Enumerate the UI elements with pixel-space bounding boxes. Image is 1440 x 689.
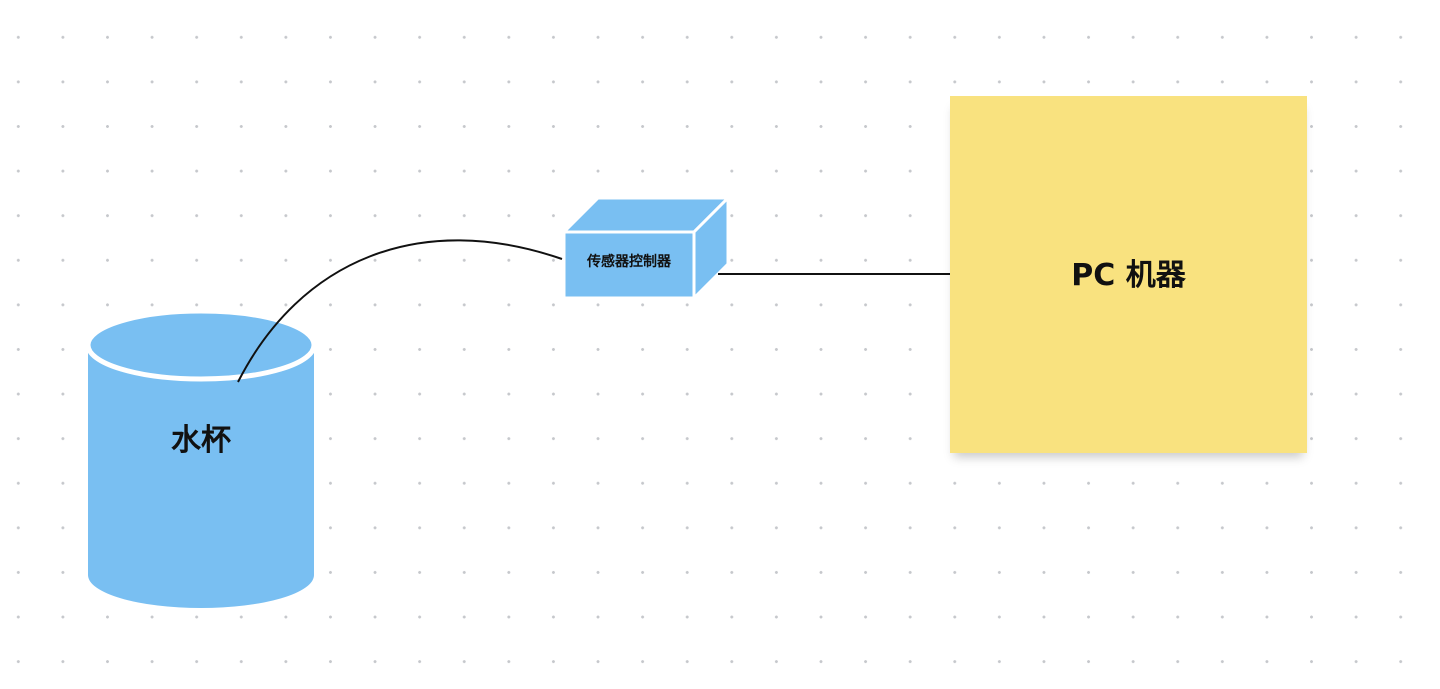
sensor-cuboid[interactable] <box>562 196 730 300</box>
cup-label: 水杯 <box>171 423 231 458</box>
cup-cylinder[interactable] <box>85 308 317 608</box>
cup-cylinder-top <box>85 308 317 382</box>
pc-label: PC 机器 <box>1071 258 1186 293</box>
sensor-cuboid-front <box>562 230 696 300</box>
cup-cylinder-body <box>88 345 314 608</box>
pc-sticky-note[interactable]: PC 机器 <box>950 96 1307 453</box>
sensor-label: 传感器控制器 <box>587 254 671 270</box>
connector-cup-to-sensor[interactable] <box>237 239 563 383</box>
